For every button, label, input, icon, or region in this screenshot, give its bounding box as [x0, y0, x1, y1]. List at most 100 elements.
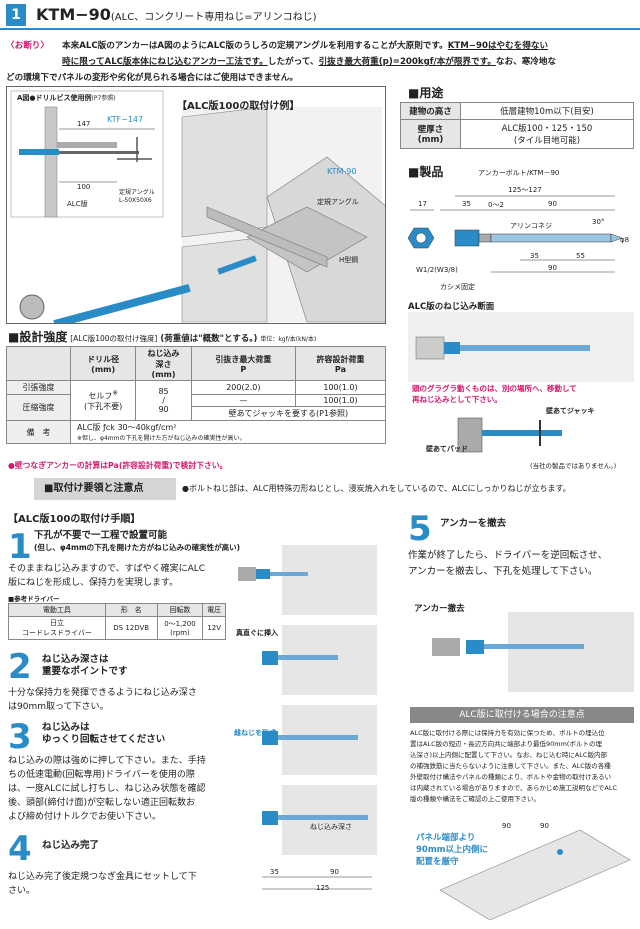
installation-figure: A図●ドリルビス使用例(P7参照) 147 KTF−147 100 ALC版 定…: [6, 86, 386, 324]
section-note: 再ねじ込みとして下さい。: [412, 395, 502, 404]
fig-depth-label: ねじ込み深さ: [310, 823, 352, 831]
step-number: 1: [8, 527, 32, 567]
step-heading: 重要なポイントです: [42, 666, 128, 677]
page-title: KTM−90(ALC、コンクリート専用ねじ=アリンコねじ): [36, 5, 316, 24]
design-cell: ALC版 ƒck 30～40kgf/cm²※但し、φ4mmの下孔を開けた方がねじ…: [70, 420, 386, 444]
section-drawing: [408, 312, 634, 382]
design-heading: ■設計強度: [8, 330, 68, 344]
product-heading: ■製品: [408, 165, 444, 179]
row-label: 備 考: [6, 420, 71, 444]
main-figure-title: 【ALC版100の取付け例】: [177, 101, 300, 112]
remove-drawing: [432, 612, 634, 692]
step-heading: ゆっくり回転させてください: [42, 734, 166, 745]
product-drawing: [407, 195, 623, 273]
dim-147: 147: [77, 120, 91, 128]
section-note: 頭のグラグラ動くものは、別の場所へ、移動して: [412, 384, 577, 393]
usage-cell: 建物の高さ: [400, 102, 461, 120]
fig-dim-35: 35: [270, 868, 279, 876]
step-heading: ねじ込み深さは: [42, 654, 109, 665]
section-number: 1: [6, 4, 26, 26]
note-text: ALC版に取付ける際には保持力を有効に保つため、ボルトの埋込位置はALC版の短辺…: [410, 729, 618, 803]
hsteel-label: H型鋼: [339, 256, 359, 264]
row-label: 引張強度: [6, 380, 71, 395]
design-header: ねじ込み深さ(mm): [135, 346, 192, 381]
product-code: KTM−90: [36, 5, 111, 24]
step-heading: ねじ込み完了: [42, 840, 100, 851]
panel-dim-90b: 90: [540, 822, 549, 830]
usage-table: 建物の高さ低層建物10m以下(目安) 壁厚さ(mm)ALC版100・125・15…: [400, 102, 634, 149]
notice-tag: 〈お断り〉: [6, 41, 49, 51]
design-cell: 100(1.0): [294, 380, 387, 395]
step-number: 5: [408, 509, 432, 549]
dim-90: 90: [548, 200, 557, 208]
fig-thread-label: 雌ねじを形成: [234, 729, 276, 737]
step-text: ねじ込み完了後定規つなぎ金具にセットして下さい。: [8, 872, 197, 896]
panel-drawing: [439, 829, 631, 920]
usage-cell: ALC版100・125・150: [501, 124, 593, 134]
design-cell: セルフ※(下孔不要): [69, 380, 137, 421]
design-cell: —: [190, 394, 296, 407]
fig-dim-90: 90: [330, 868, 339, 876]
design-footnote: ●壁つなぎアンカーの計算はPa(許容設計荷重)で検討下さい。: [8, 461, 228, 470]
step-heading: ねじ込みは: [42, 722, 90, 733]
design-cell: 85/90: [135, 380, 192, 421]
dim-55: 55: [576, 252, 585, 260]
design-cell: 壁あてジャッキを要する(P1参照): [190, 406, 387, 421]
panel-dim-90a: 90: [502, 822, 511, 830]
usage-cell: 壁厚さ: [417, 125, 444, 135]
drill-cell: 日立コードレスドライバー: [8, 616, 106, 640]
step-number: 4: [8, 829, 32, 869]
angle-30: 30°: [592, 218, 605, 226]
drill-cell: 回転数: [156, 603, 204, 617]
intro-text: 本来ALC版のアンカーはA図のようにALC版のうしろの定規アングルを利用すること…: [62, 41, 448, 51]
thread-spec: W1/2(W3/8): [416, 266, 458, 274]
intro-underline: 引抜き最大荷重(p)=200kgf/本が限界です。: [318, 57, 496, 67]
dim-90b: 90: [548, 264, 557, 272]
step-text: 作業が終了したら、ドライバーを逆回転させ、アンカーを撤去し、下孔を処理して下さい…: [408, 550, 608, 577]
step-number: 2: [8, 647, 32, 687]
design-unit: 単位：kgf/本(kN/本): [260, 336, 317, 343]
drill-cell: DS 12DVB: [104, 616, 158, 640]
section-title: ALC版のねじ込み断面: [408, 302, 495, 312]
design-heading-row: ■設計強度 [ALC版100の取付け強度] (荷重値は"概数"とする。) 単位：…: [8, 328, 316, 345]
remove-label: アンカー撤去: [414, 604, 465, 614]
fig-straight-label: 真直ぐに挿入: [236, 629, 278, 637]
ktm-label: KTM-90: [327, 167, 357, 176]
alc-label: ALC版: [67, 200, 88, 208]
dim-125: 125～127: [508, 186, 542, 194]
ktf-label: KTF−147: [107, 115, 144, 124]
usage-cell: 低層建物10m以下(目安): [460, 102, 634, 120]
intro-underline: KTM−90はやむを得ない: [447, 41, 549, 51]
page-header: 1 KTM−90(ALC、コンクリート専用ねじ=アリンコねじ): [0, 0, 640, 30]
steps-heading: 【ALC版100の取付け手順】: [8, 514, 141, 525]
step-heading: 下孔が不要で一工程で設置可能: [34, 530, 168, 541]
usage-cell: (タイル目地可能): [513, 136, 581, 146]
angle-label: 定規アングル: [119, 189, 155, 196]
drill-cell: 12V: [202, 616, 226, 640]
row-label: 圧縮強度: [6, 394, 71, 421]
dim-17: 17: [418, 200, 427, 208]
product-subtitle: (ALC、コンクリート専用ねじ=アリンコねじ): [110, 12, 317, 23]
step-number: 3: [8, 717, 32, 757]
installation-illustration: [10, 90, 385, 323]
intro-underline: 時に限ってALC版本体にねじ込むアンカー工法です。: [62, 57, 268, 67]
dim-02: 0～2: [488, 201, 504, 209]
bar-text: ●ボルトねじ部は、ALC用特殊刃形ねじとし、浸炭焼入れをしているので、ALCにし…: [182, 484, 571, 493]
bar-title: ■取付け要領と注意点: [34, 478, 176, 500]
drill-heading: ■参考ドライバー: [8, 595, 60, 603]
step-text: 十分な保持力を発揮できるようにねじ込み深さは90mm取って下さい。: [8, 688, 197, 712]
step-subheading: (但し、φ4mmの下孔を開けた方がねじ込みの確実性が高い): [34, 543, 241, 552]
figA-title: A図●ドリルビス使用例(P7参照): [17, 94, 116, 102]
intro-notice: 〈お断り〉 本来ALC版のアンカーはA図のようにALC版のうしろの定規アングルを…: [6, 38, 634, 86]
jack-label: 壁あてジャッキ: [546, 407, 595, 415]
step-heading: アンカーを撤去: [440, 518, 507, 529]
design-sub: [ALC版100の取付け強度]: [70, 334, 158, 343]
intro-text: したがって、: [267, 57, 319, 67]
drill-cell: 電圧: [202, 603, 226, 617]
fig-dim-125: 125: [316, 884, 330, 892]
